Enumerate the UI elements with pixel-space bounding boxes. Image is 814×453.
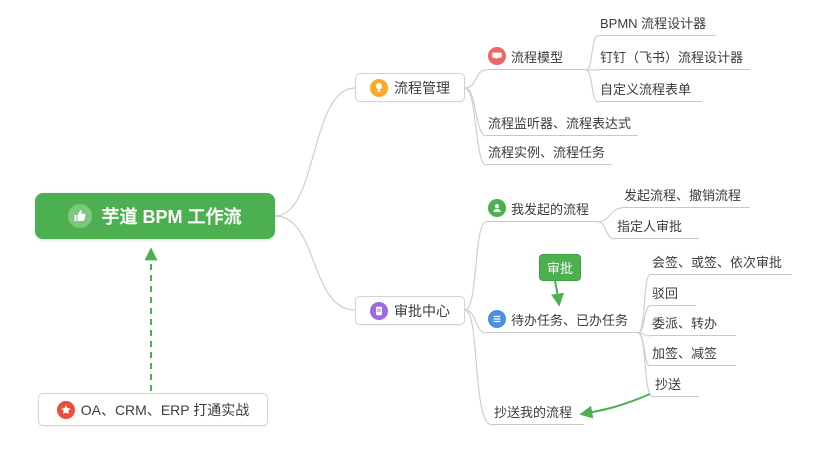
document-icon (370, 301, 388, 320)
node-bpmn-designer[interactable]: BPMN 流程设计器 (598, 12, 716, 36)
node-label: 加签、减签 (652, 345, 718, 361)
node-label: 委派、转办 (652, 315, 718, 331)
node-label: 抄送我的流程 (494, 404, 573, 420)
node-todo-done-tasks[interactable]: 待办任务、已办任务 (486, 309, 638, 333)
node-label: 流程管理 (394, 79, 450, 96)
node-label: 钉钉（飞书）流程设计器 (600, 49, 744, 65)
node-label: 会签、或签、依次审批 (652, 254, 783, 270)
list-icon (488, 310, 506, 328)
node-label: BPMN 流程设计器 (600, 15, 707, 31)
node-delegate-transfer[interactable]: 委派、转办 (650, 312, 736, 336)
badge-label: 审批 (547, 261, 574, 276)
node-label: 发起流程、撤销流程 (624, 187, 742, 203)
node-add-remove-sign[interactable]: 加签、减签 (650, 342, 736, 366)
node-custom-form[interactable]: 自定义流程表单 (598, 78, 702, 102)
cc-arrow (579, 393, 651, 419)
node-label: 驳回 (652, 285, 679, 301)
chat-icon (488, 47, 506, 65)
node-reject[interactable]: 驳回 (650, 282, 696, 306)
node-label: 指定人审批 (617, 218, 683, 234)
green-relation-arrows (144, 247, 651, 419)
node-initiate-cancel-flow[interactable]: 发起流程、撤销流程 (622, 184, 750, 208)
node-countersign[interactable]: 会签、或签、依次审批 (650, 251, 792, 275)
star-icon (56, 400, 75, 419)
node-process-management[interactable]: 流程管理 (355, 73, 465, 102)
node-label: 抄送 (655, 376, 682, 392)
node-approval-center[interactable]: 审批中心 (355, 296, 465, 325)
node-label: OA、CRM、ERP 打通实战 (80, 401, 250, 418)
node-my-initiated-flows[interactable]: 我发起的流程 (486, 198, 598, 222)
gray-branch-curves (274, 35, 654, 426)
node-cc-my-flow[interactable]: 抄送我的流程 (492, 401, 584, 425)
node-dingtalk-designer[interactable]: 钉钉（飞书）流程设计器 (598, 46, 750, 70)
thumbs-up-icon (68, 204, 93, 228)
lightbulb-icon (370, 78, 388, 97)
node-label: 待办任务、已办任务 (511, 312, 629, 328)
node-cc[interactable]: 抄送 (653, 373, 699, 397)
node-label: 流程模型 (511, 49, 564, 65)
root-label: 芋道 BPM 工作流 (101, 207, 242, 227)
node-listener-expression[interactable]: 流程监听器、流程表达式 (486, 112, 638, 136)
root-node[interactable]: 芋道 BPM 工作流 (35, 193, 275, 239)
node-label: 流程监听器、流程表达式 (488, 115, 632, 131)
node-label: 流程实例、流程任务 (488, 144, 606, 160)
node-label: 自定义流程表单 (600, 81, 692, 97)
node-label: 我发起的流程 (511, 201, 590, 217)
node-oa-crm-erp-practice[interactable]: OA、CRM、ERP 打通实战 (38, 393, 268, 426)
approval-arrow (551, 280, 564, 307)
node-label: 审批中心 (394, 302, 450, 319)
node-instance-task[interactable]: 流程实例、流程任务 (486, 141, 612, 165)
approval-relation-badge[interactable]: 审批 (539, 254, 582, 281)
node-assignee-approval[interactable]: 指定人审批 (615, 215, 699, 239)
user-icon (488, 199, 506, 217)
node-process-model[interactable]: 流程模型 (486, 46, 586, 70)
